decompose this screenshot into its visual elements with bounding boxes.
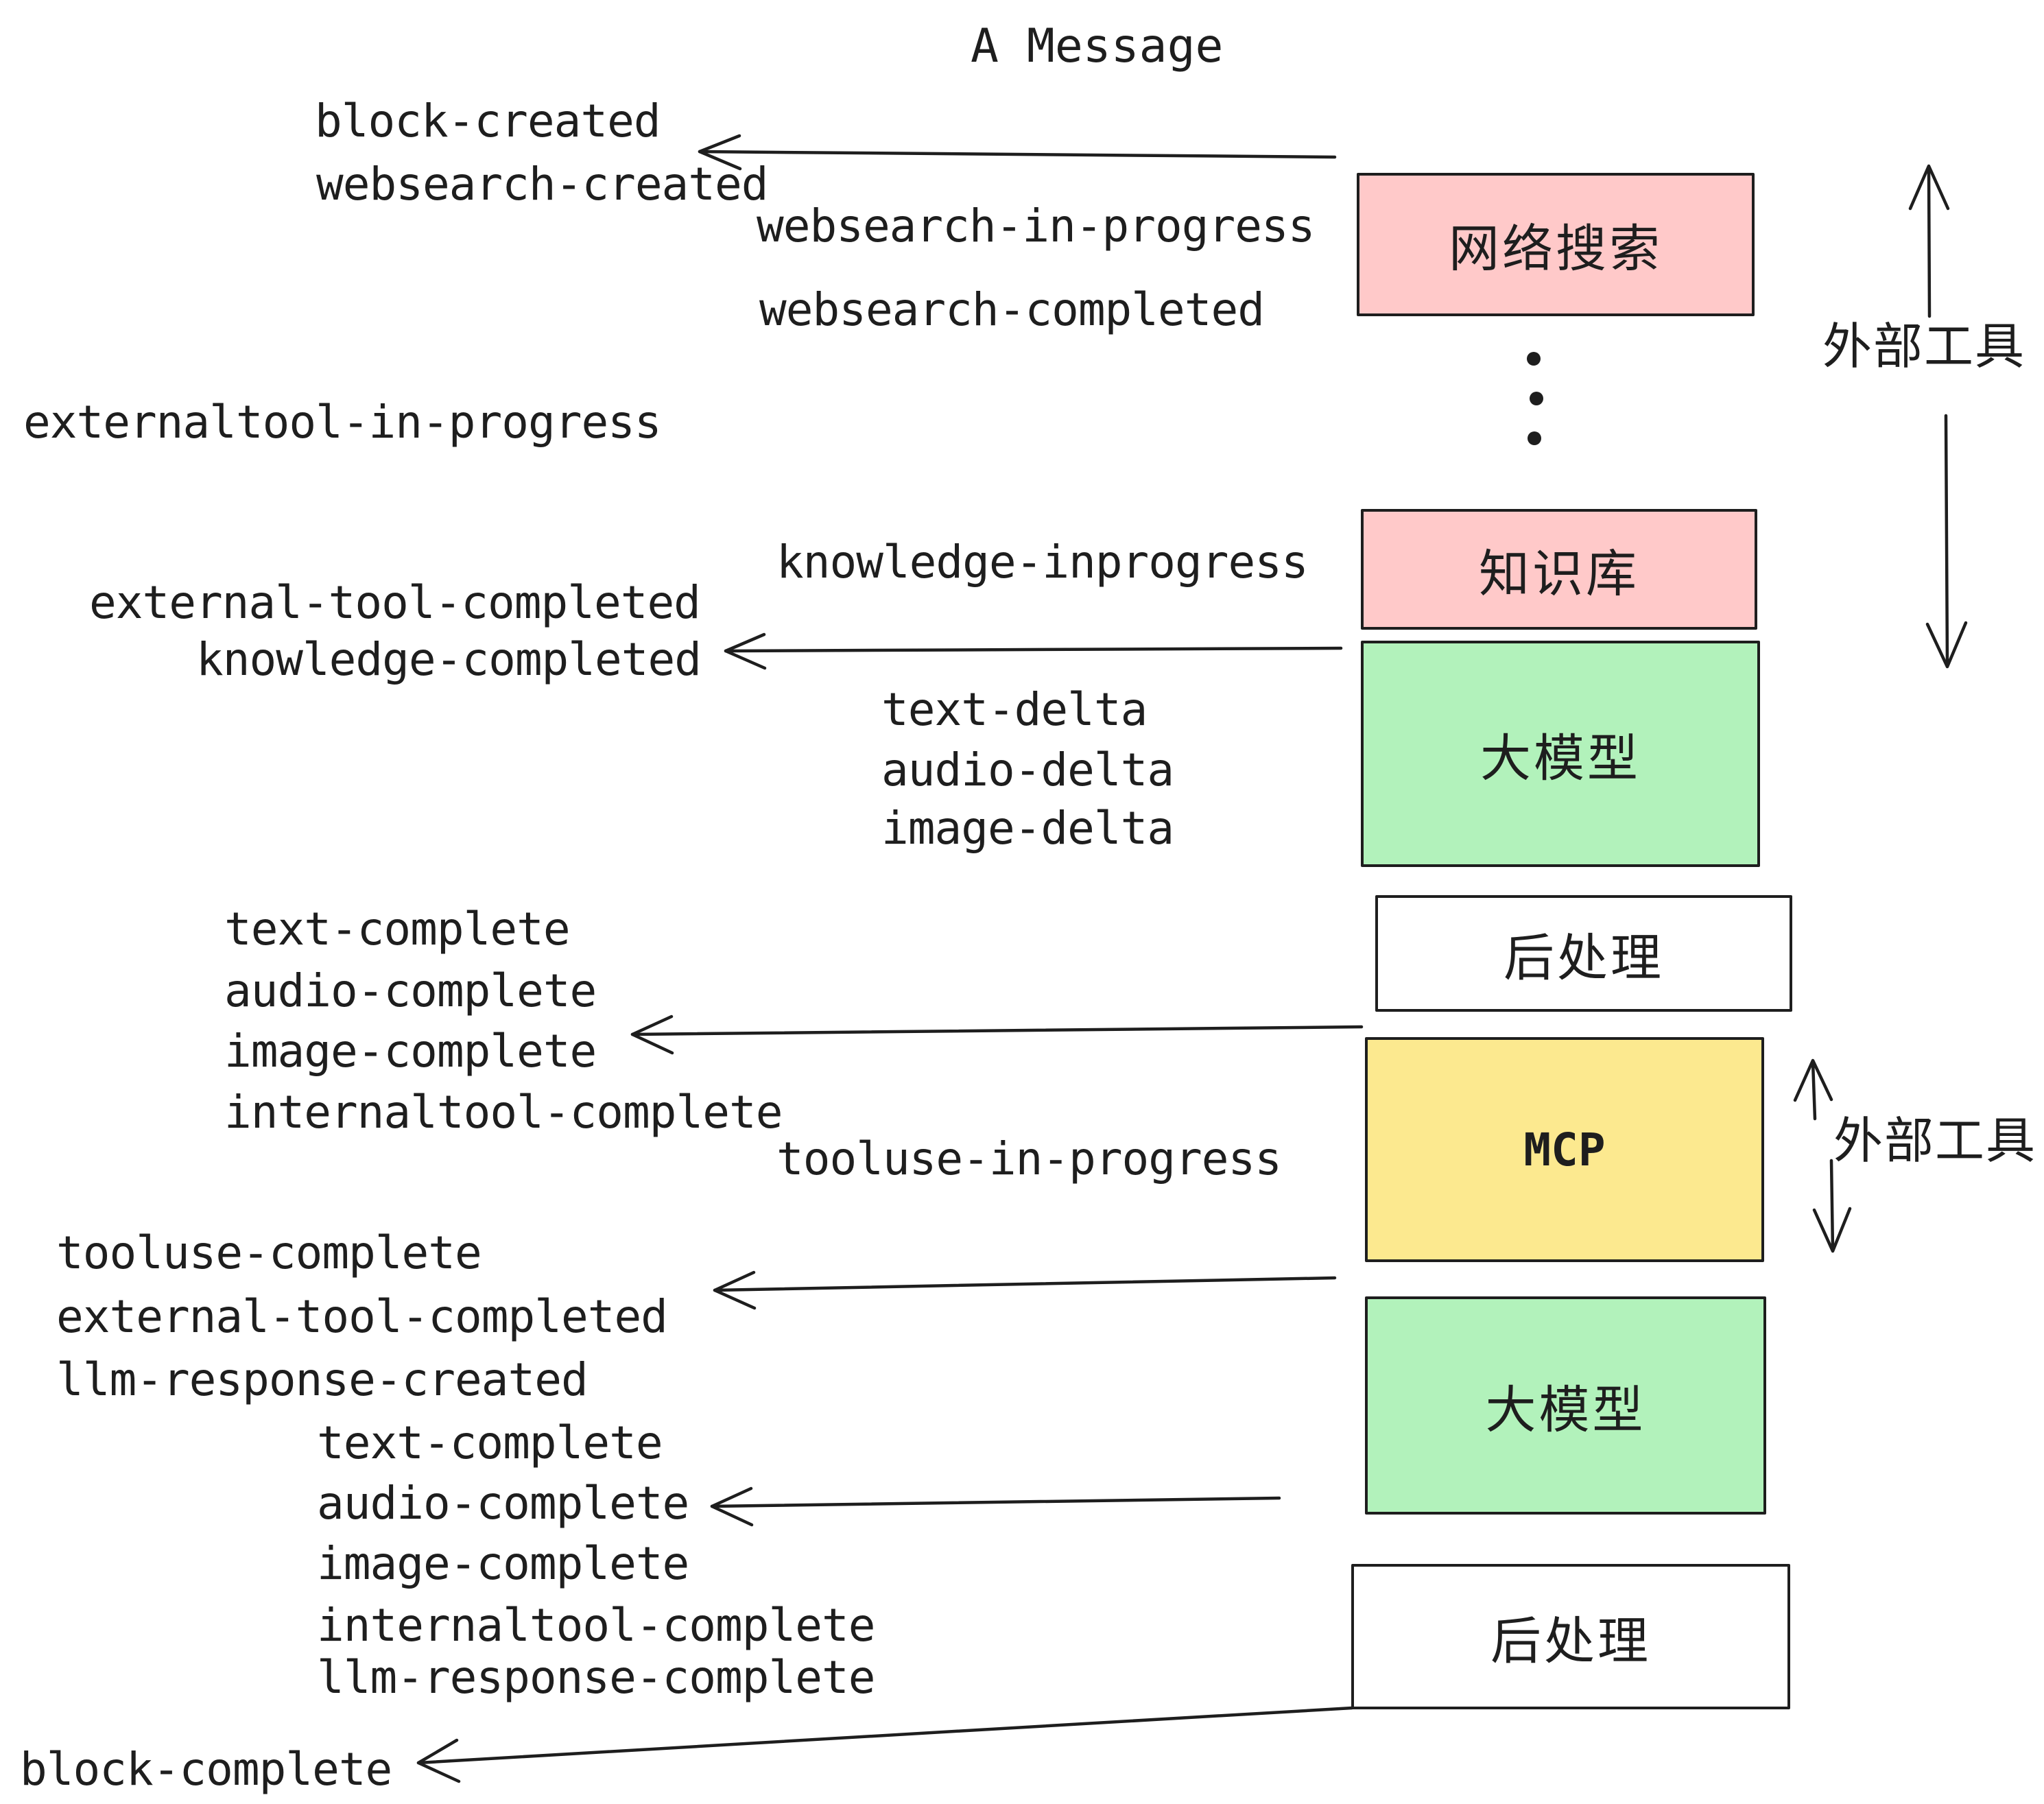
box-knowledge: 知识库 [1361,509,1757,630]
event-label-tooluse-in-progress: tooluse-in-progress [776,1132,1282,1185]
event-label-text-complete-1: text-complete [224,903,571,956]
external-tools-1-down-arrow [1925,414,1968,669]
box-postprocess-2-label: 后处理 [1490,1611,1651,1671]
arrow-tooluse-complete [713,1270,1337,1310]
event-label-external-tool-completed-2: external-tool-completed [56,1290,668,1343]
external-tools-annotation-1: 外部工具 [1822,318,2026,375]
event-label-image-complete-1: image-complete [224,1025,597,1078]
external-tools-2-up-arrow [1793,1058,1833,1121]
event-label-websearch-in-progress: websearch-in-progress [757,200,1315,252]
box-websearch-label: 网络搜索 [1449,219,1663,278]
event-label-knowledge-inprogress: knowledge-inprogress [776,536,1309,589]
external-tools-2-down-arrow [1812,1159,1852,1253]
box-llm-1-label: 大模型 [1480,728,1641,788]
event-label-websearch-completed: websearch-completed [759,283,1265,336]
event-label-block-created: block-created [315,95,661,147]
event-label-image-complete-2: image-complete [317,1537,689,1590]
arrow-knowledge-completed [724,632,1343,670]
external-tools-annotation-2: 外部工具 [1833,1112,2037,1170]
arrow-llm2-complete [710,1486,1281,1527]
box-websearch: 网络搜索 [1357,173,1755,316]
box-mcp-label: MCP [1523,1123,1606,1176]
event-label-internaltool-complete-1: internaltool-complete [224,1086,783,1139]
event-label-tooluse-complete: tooluse-complete [56,1226,482,1279]
box-postprocess-1-label: 后处理 [1504,928,1664,988]
box-llm-1: 大模型 [1361,641,1760,867]
event-label-audio-complete-2: audio-complete [317,1477,689,1530]
event-label-llm-response-complete: llm-response-complete [317,1651,875,1704]
event-label-external-tool-completed: external-tool-completed [89,576,701,629]
event-label-llm-response-created: llm-response-created [56,1353,589,1406]
event-label-audio-complete-1: audio-complete [224,964,597,1017]
box-llm-2-label: 大模型 [1485,1380,1646,1440]
event-label-websearch-created: websearch-created [316,158,769,211]
event-label-image-delta-1: image-delta [881,802,1174,855]
box-llm-2: 大模型 [1365,1296,1766,1515]
event-label-internaltool-complete-2: internaltool-complete [317,1599,875,1652]
arrow-websearch-to-created [698,134,1337,171]
event-label-block-complete: block-complete [20,1743,392,1796]
event-label-text-delta-1: text-delta [881,683,1148,736]
box-knowledge-label: 知识库 [1479,544,1639,604]
box-postprocess-1: 后处理 [1375,895,1792,1012]
ellipsis-dots [1527,352,1543,445]
event-label-audio-delta-1: audio-delta [881,744,1174,796]
box-postprocess-2: 后处理 [1351,1564,1790,1709]
arrow-internal-complete [630,1014,1364,1055]
event-label-externaltool-in-progress: externaltool-in-progress [23,396,662,449]
event-label-knowledge-completed: knowledge-completed [196,633,702,686]
arrow-block-complete [416,1706,1354,1783]
diagram-title: A Message [971,19,1224,73]
box-mcp: MCP [1365,1037,1764,1262]
event-label-text-complete-2: text-complete [317,1416,663,1469]
external-tools-1-up-arrow [1908,164,1950,318]
